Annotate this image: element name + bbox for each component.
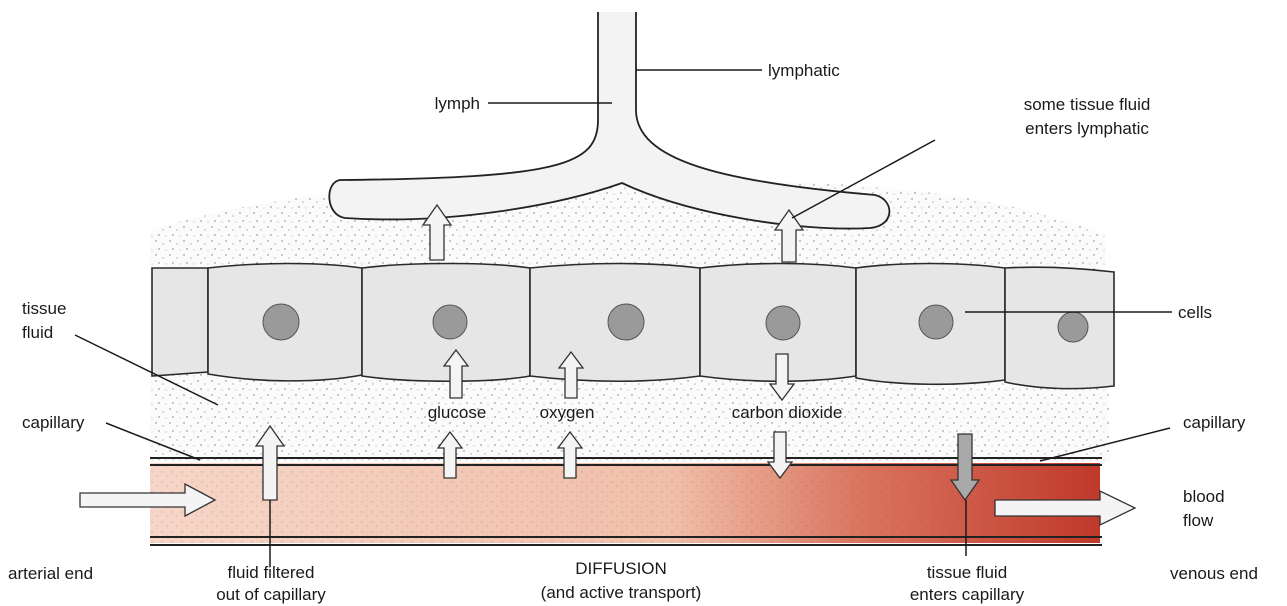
label-fluid-filtered-line1: fluid filtered [228, 563, 315, 582]
nucleus [433, 305, 467, 339]
label-tissue-fluid-line2: fluid [22, 323, 53, 342]
label-arterial-end: arterial end [8, 564, 93, 583]
label-blood-flow-line1: blood [1183, 487, 1225, 506]
label-diffusion-line2: (and active transport) [541, 583, 702, 602]
nucleus [1058, 312, 1088, 342]
label-venous-end: venous end [1170, 564, 1258, 583]
label-tissue-fluid-enters-line2: enters capillary [910, 585, 1025, 604]
label-tissue-fluid-line1: tissue [22, 299, 66, 318]
label-some-tissue-fluid-line1: some tissue fluid [1024, 95, 1151, 114]
label-some-tissue-fluid-line2: enters lymphatic [1025, 119, 1149, 138]
label-carbon-dioxide: carbon dioxide [732, 403, 843, 422]
label-oxygen: oxygen [540, 403, 595, 422]
label-blood-flow-line2: flow [1183, 511, 1214, 530]
label-glucose: glucose [428, 403, 487, 422]
label-lymphatic: lymphatic [768, 61, 840, 80]
label-tissue-fluid-enters-line1: tissue fluid [927, 563, 1007, 582]
nucleus [263, 304, 299, 340]
label-lymph: lymph [435, 94, 480, 113]
label-capillary-right: capillary [1183, 413, 1246, 432]
nucleus [608, 304, 644, 340]
nucleus [766, 306, 800, 340]
blood-flow-in-arrow [80, 484, 215, 516]
cells-layer [152, 264, 1114, 389]
label-capillary-left: capillary [22, 413, 85, 432]
nucleus [919, 305, 953, 339]
label-fluid-filtered-line2: out of capillary [216, 585, 326, 604]
label-cells: cells [1178, 303, 1212, 322]
label-diffusion-line1: DIFFUSION [575, 559, 667, 578]
